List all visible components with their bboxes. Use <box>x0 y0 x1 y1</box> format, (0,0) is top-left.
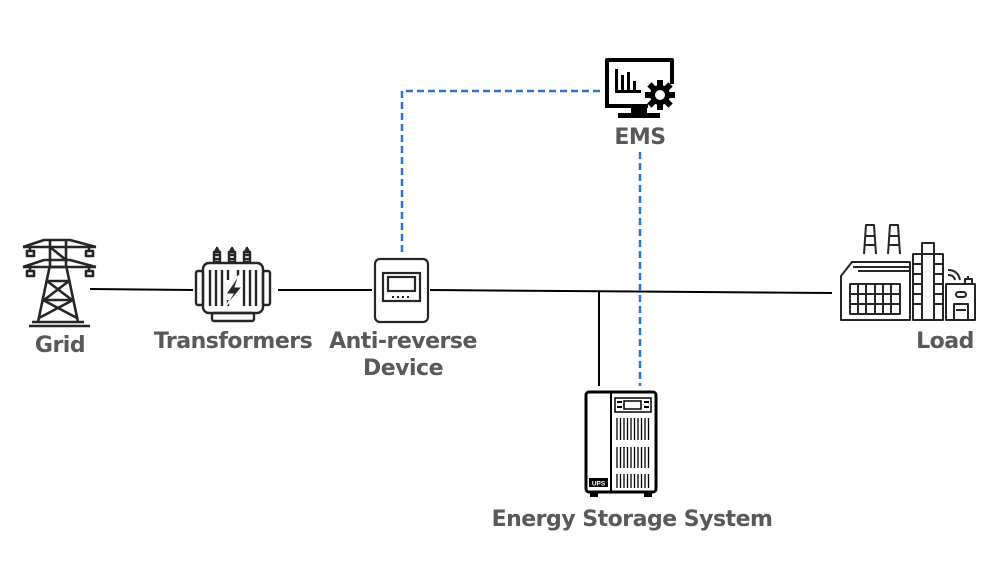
transmission-tower-icon <box>22 238 97 328</box>
node-label-load: Load <box>916 329 974 354</box>
edge-grid-transformers <box>89 288 194 291</box>
node-label-anti-reverse-line1: Anti-reverse <box>329 329 477 354</box>
node-label-anti-reverse-line2: Device <box>362 356 444 381</box>
edge-anti-reverse-ems <box>400 89 604 252</box>
bar-chart-icon <box>615 69 641 93</box>
edge-anti-reverse-load <box>429 289 833 294</box>
power-lines <box>89 288 833 386</box>
ups-cabinet-icon <box>584 390 658 497</box>
factory-icon <box>840 224 976 321</box>
meter-device-icon <box>373 257 430 324</box>
node-label-ems: EMS <box>614 125 666 150</box>
node-label-grid: Grid <box>34 333 86 358</box>
monitor-chart-gear-icon <box>605 58 675 118</box>
node-label-energy-storage: Energy Storage System <box>491 507 773 532</box>
ups-badge: UPS <box>592 481 606 488</box>
communication-lines <box>400 89 642 386</box>
meter-indicator-dots <box>392 296 409 298</box>
ventilation-grille <box>616 418 650 488</box>
gear-icon <box>645 80 675 110</box>
lightning-bolt-icon <box>225 274 244 307</box>
node-label-transformers: Transformers <box>153 329 313 354</box>
transformer-icon <box>194 246 272 323</box>
